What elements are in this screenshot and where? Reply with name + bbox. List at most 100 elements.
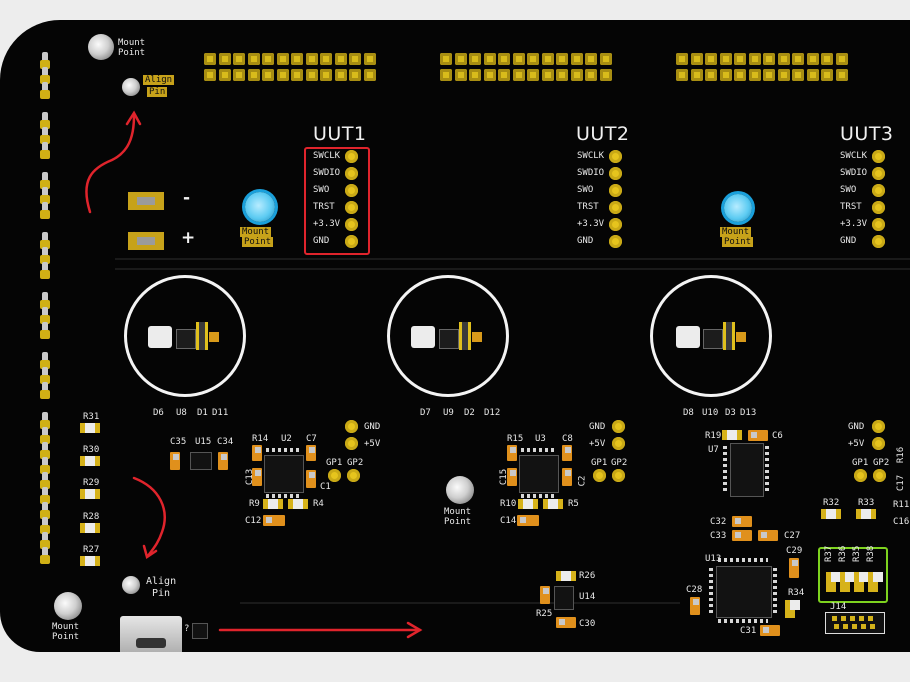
- designator: R28: [83, 512, 100, 522]
- header-pin: [763, 69, 775, 81]
- designator: C28: [686, 585, 703, 595]
- header-pin: [585, 53, 597, 65]
- header-pin: [440, 69, 452, 81]
- test-pad: [345, 420, 358, 433]
- header-pin: [498, 53, 510, 65]
- designator: U15: [195, 437, 212, 447]
- side-pin: [40, 172, 50, 189]
- header-pin: [527, 53, 539, 65]
- test-pad: [612, 469, 625, 482]
- pin-label: TRST: [577, 202, 599, 212]
- test-pad: [345, 218, 358, 231]
- header-pin: [498, 69, 510, 81]
- side-pin: [40, 472, 50, 489]
- resistor: [821, 509, 841, 519]
- designator: R9: [249, 499, 260, 509]
- pin-label: +3.3V: [313, 219, 341, 229]
- header-pin: [334, 53, 347, 65]
- ic-pins: [765, 446, 769, 494]
- test-pad: [872, 235, 885, 248]
- test-pad: [609, 167, 622, 180]
- align-pin-label-top: Align: [143, 75, 175, 85]
- ic-u7: [730, 443, 764, 497]
- side-pin: [40, 322, 50, 339]
- pin-label: SWO: [840, 185, 857, 195]
- test-pad: [872, 184, 885, 197]
- resistor: [263, 499, 283, 509]
- header-pin: [806, 69, 819, 81]
- pin-label: GND: [313, 236, 330, 246]
- side-pin: [40, 427, 50, 444]
- designator: C29: [786, 546, 803, 556]
- resistor: [288, 499, 308, 509]
- ic-pins: [773, 568, 777, 614]
- capacitor: [252, 445, 262, 461]
- designator: D7: [420, 408, 431, 418]
- designator: C6: [772, 431, 783, 441]
- jumper-minus: [128, 192, 164, 210]
- side-pin: [40, 292, 50, 309]
- header-pin: [305, 53, 318, 65]
- resistor: [80, 456, 100, 466]
- header-pin: [320, 69, 332, 81]
- header-pin: [835, 69, 848, 81]
- designator: U13: [705, 554, 722, 564]
- resistor: [80, 423, 100, 433]
- test-pad: [609, 201, 622, 214]
- header-pin: [719, 69, 732, 81]
- arrow-align-pin-bottom-head: [142, 544, 158, 560]
- pad-label: +5V: [589, 439, 606, 449]
- capacitor: [562, 468, 572, 486]
- header-pin: [363, 53, 376, 65]
- pin-label: GND: [840, 236, 857, 246]
- mount-point-label-bottom: Point: [242, 237, 274, 247]
- mount-point-label-top: Mount: [240, 227, 272, 237]
- test-pad: [872, 218, 885, 231]
- designator: D8: [683, 408, 694, 418]
- pin-label: SWDIO: [840, 168, 868, 178]
- test-pad: [872, 437, 885, 450]
- capacitor: [540, 586, 550, 604]
- designator: C14: [500, 516, 517, 526]
- header-pin: [763, 53, 775, 65]
- resistor: [856, 509, 876, 519]
- designator: C30: [579, 619, 596, 629]
- side-pin: [40, 262, 50, 279]
- header-pin: [363, 69, 376, 81]
- designator: R32: [823, 498, 840, 508]
- side-pin: [40, 442, 50, 459]
- side-pin: [40, 412, 50, 429]
- led-small: [736, 332, 746, 342]
- designator: U3: [535, 434, 546, 444]
- header-pin: [334, 69, 347, 81]
- header-pin: [320, 53, 332, 65]
- capacitor: [517, 515, 539, 526]
- designator: D2: [464, 408, 475, 418]
- resistor: [518, 499, 538, 509]
- capacitor: [732, 516, 752, 527]
- side-pin: [40, 142, 50, 159]
- pad-label: GP1: [326, 458, 343, 468]
- designator: R11: [893, 500, 910, 510]
- ic-pins: [266, 448, 302, 452]
- side-pin: [40, 532, 50, 549]
- ic-u3: [519, 455, 559, 493]
- arrow-usb-right-head: [406, 621, 423, 639]
- pad-label: +5V: [848, 439, 865, 449]
- designator: C12: [245, 516, 262, 526]
- header-pin: [512, 53, 525, 65]
- header-pin: [585, 69, 597, 81]
- designator: C32: [710, 517, 727, 527]
- resistor: [722, 430, 742, 440]
- designator: D3: [725, 408, 736, 418]
- designator: R34: [788, 588, 805, 598]
- side-pin: [40, 67, 50, 84]
- arrow-align-pin-top-head: [125, 110, 142, 126]
- header-pin: [218, 69, 231, 81]
- header-pin: [570, 69, 583, 81]
- pad-label: GP2: [611, 458, 628, 468]
- led-window-1: [124, 275, 246, 397]
